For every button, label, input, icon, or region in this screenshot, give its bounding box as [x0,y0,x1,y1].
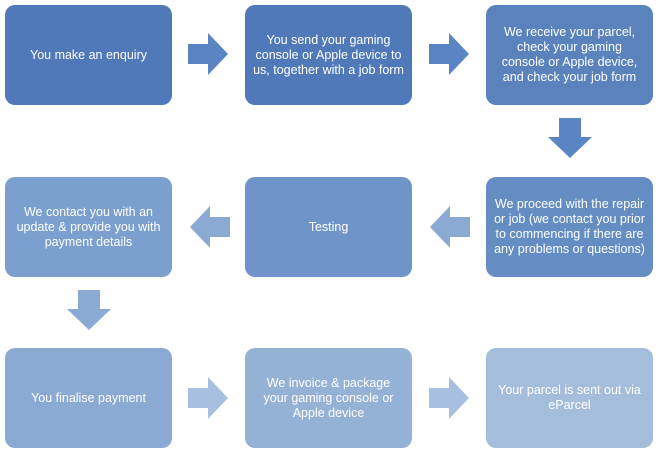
step-7-text: You finalise payment [31,390,146,405]
step-9-text: Your parcel is sent out via eParcel [498,383,641,412]
step-8-box: We invoice & package your gaming console… [245,348,412,448]
arrow-down-shape [67,290,111,330]
step-9-box: Your parcel is sent out via eParcel [486,348,653,448]
arrow-right-icon [188,377,228,419]
arrow-left-icon [190,206,230,248]
arrow-down-shape [548,118,592,158]
step-6-text: We contact you with an update & provide … [16,204,161,249]
step-4-box: We proceed with the repair or job (we co… [486,177,653,277]
step-7-box: You finalise payment [5,348,172,448]
arrow-right-shape [429,33,469,75]
arrow-left-icon [430,206,470,248]
arrow-right-shape [188,33,228,75]
arrow-down-icon [548,118,592,158]
step-6-box: We contact you with an update & provide … [5,177,172,277]
step-8-text: We invoice & package your gaming console… [263,375,394,420]
arrow-right-shape [429,377,469,419]
arrow-down-icon [67,290,111,330]
arrow-right-shape [188,377,228,419]
step-5-box: Testing [245,177,412,277]
step-2-text: You send your gaming console or Apple de… [253,32,404,77]
arrow-left-shape [430,206,470,248]
step-3-text: We receive your parcel, check your gamin… [501,25,638,84]
step-4-text: We proceed with the repair or job (we co… [494,197,645,256]
step-3-box: We receive your parcel, check your gamin… [486,5,653,105]
step-2-box: You send your gaming console or Apple de… [245,5,412,105]
step-1-box: You make an enquiry [5,5,172,105]
arrow-left-shape [190,206,230,248]
step-5-text: Testing [308,219,349,234]
arrow-right-icon [429,377,469,419]
arrow-right-icon [188,33,228,75]
step-1-text: You make an enquiry [30,47,147,62]
arrow-right-icon [429,33,469,75]
